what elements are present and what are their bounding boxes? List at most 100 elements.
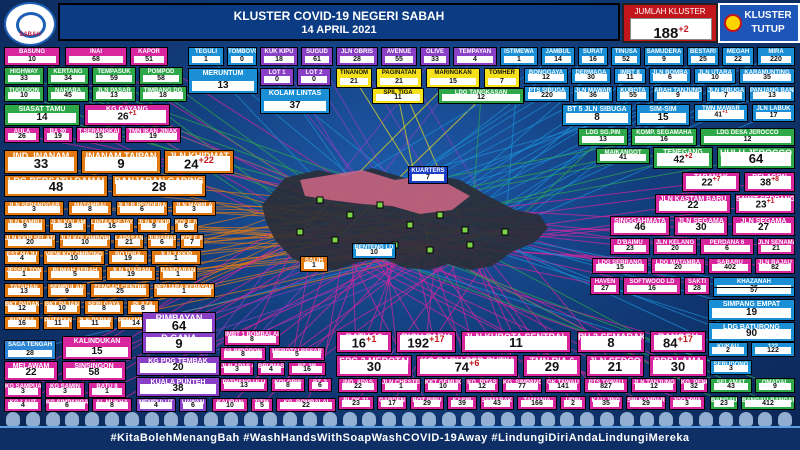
cluster-name: SIM-SIM <box>649 106 677 113</box>
cluster-name: MIRA <box>768 49 784 55</box>
cluster-count: 1 <box>155 254 197 262</box>
cluster-box-tabanak: TABANAK22+7 <box>682 172 740 192</box>
cluster-count: 19 <box>712 307 791 318</box>
cluster-count: 10 <box>356 248 392 256</box>
cluster-name: JLN KASTAM BARU <box>659 196 727 203</box>
cluster-box-jln-mawila: JLN MAWILA3 <box>172 201 216 216</box>
cluster-name: MARINGKAN <box>434 70 472 76</box>
cluster-count: 16 <box>8 319 36 327</box>
cluster-count: 16 <box>292 365 322 373</box>
cluster-box-seri-gaya: SERI GAYA8 <box>84 300 124 315</box>
cluster-count: 43 <box>484 399 510 407</box>
cluster-box-ldg-tangkasan: LDG TANGKASAN12 <box>438 88 524 104</box>
cluster-box-nahaba: NAHABA45 <box>47 86 89 102</box>
cluster-count: 28 <box>116 180 202 194</box>
cluster-box-bot-biru: BOT BIRU29 <box>410 396 444 410</box>
cluster-name: ISTIMEWA <box>504 49 534 55</box>
cluster-count: 33 <box>8 74 40 82</box>
cluster-count: 24+22 <box>168 155 230 171</box>
cluster-count: 22 <box>342 382 374 390</box>
cluster-count: 3 <box>176 205 212 213</box>
cluster-name: AVENUE <box>386 49 412 55</box>
sabah-logo: SABAH <box>4 2 56 46</box>
cluster-count: 19 <box>112 254 144 262</box>
cluster-box-jln-bomba: JLN BOMBA6 <box>649 68 691 84</box>
cluster-box-jln-papar: JLN PAPAR11 <box>76 316 114 330</box>
cluster-box-bangau-bangau: BANGAU-BANGAU412 <box>741 396 795 410</box>
cluster-box-plaza: PLAZA8 <box>127 300 159 315</box>
cluster-count: 7 <box>710 91 742 99</box>
cluster-box-tmn-ria-6: TMN RIA 629 <box>523 355 581 377</box>
cluster-box-ind-apas: IND. APAS22 <box>338 378 378 393</box>
cluster-box-jln-pasar: JLN PASAR13 <box>92 86 136 102</box>
cluster-name: SURAT <box>582 49 604 55</box>
footer-hashtag: #KitaBolehMenangBah #WashHandsWithSoapWa… <box>110 432 690 444</box>
person-silhouette-icon <box>164 412 179 426</box>
person-silhouette-icon <box>144 412 159 426</box>
cluster-name: PTS SIBUGA <box>525 87 569 95</box>
cluster-box-kg-bombalai: KG. BOMBALAI22 <box>276 398 336 412</box>
cluster-count: 0 <box>231 55 253 63</box>
cluster-count: 48 <box>8 180 104 194</box>
cluster-name: IMBT 1 BOMBALAI <box>225 331 279 339</box>
cluster-box-jln-sepanggar: JLN SEPANGGAR3 <box>4 201 64 216</box>
cluster-box-ph-2-semarak: PH 2 SEMARAK8 <box>577 331 645 353</box>
page-title: KLUSTER COVID-19 NEGERI SABAH <box>233 9 445 23</box>
cluster-name: LOT 2 <box>305 70 323 76</box>
cluster-count: 37 <box>264 100 326 111</box>
cluster-name: KUALA PUNTEH <box>150 379 206 386</box>
cluster-box-al-mukha: AL MUKHA8 <box>92 398 132 412</box>
cluster-change: +17 <box>429 334 445 345</box>
cluster-count: 4 <box>140 401 172 409</box>
cluster-name: TEMPAYAN <box>458 49 492 55</box>
person-silhouette-icon <box>223 412 238 426</box>
cluster-box-jesselton: JESSELTON1 <box>4 266 44 281</box>
cluster-name: SINGGAHMATA <box>614 218 666 225</box>
cluster-box-benteng-ld: BENTENG LD10 <box>352 243 396 259</box>
cluster-count: 74+6 <box>420 358 514 374</box>
cluster-box-kkt-gemuk: KKT GEMUK10 <box>424 378 462 393</box>
cluster-name: SPIL TIGA <box>373 89 423 97</box>
cluster-count: 1 <box>92 387 122 395</box>
cluster-count: 3 <box>8 205 60 213</box>
cluster-count: 29 <box>414 399 440 407</box>
cluster-count: 39 <box>451 399 473 407</box>
cluster-box-kg-pitas: KG. PITAS12 <box>465 378 499 393</box>
cluster-box-jln-khidmat: JLN KHIDMAT24+22 <box>164 150 234 174</box>
cluster-name: SABARU <box>709 259 751 267</box>
person-silhouette-icon <box>441 412 456 426</box>
cluster-name: JLN SEGAMA <box>740 218 787 225</box>
cluster-count: 8 <box>228 335 276 343</box>
cluster-box-bandaran: BANDARAN1 <box>159 266 197 281</box>
cluster-count: 9 <box>8 222 42 230</box>
cluster-box-imbt-1-bombalai: IMBT 1 BOMBALAI8 <box>224 330 280 346</box>
cluster-box-rich-park: RICH PARK192+17 <box>396 331 456 353</box>
connector-line <box>469 244 769 404</box>
cluster-count: 36 <box>577 91 609 99</box>
cluster-change: +6 <box>469 358 480 369</box>
cluster-count: 10 <box>63 238 107 246</box>
cluster-box-batu-8: BATU 81 <box>88 382 126 398</box>
cluster-count: 7 <box>412 173 444 181</box>
cluster-count: 42+2 <box>657 153 709 166</box>
map-pin-icon <box>376 201 384 209</box>
person-silhouette-icon <box>481 412 496 426</box>
cluster-box-bangau: BANGAU23 <box>710 396 738 410</box>
cluster-count: 6 <box>151 238 173 246</box>
cluster-name: SIMPANG EMPAT <box>722 301 781 308</box>
